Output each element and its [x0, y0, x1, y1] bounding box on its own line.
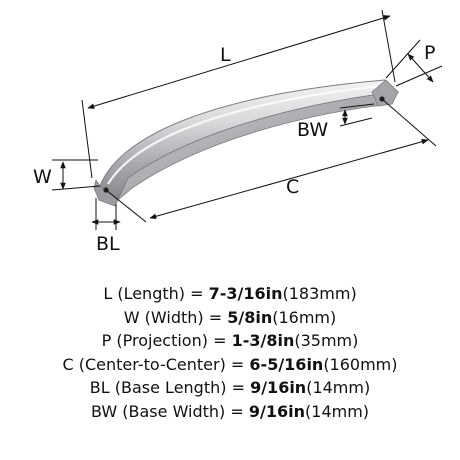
center-to-center-dimension-line [149, 139, 429, 219]
spec-row-width: W (Width) = 5/8in(16mm) [123, 307, 337, 327]
label-center-to-center: C [286, 176, 300, 198]
spec-row-length: L (Length) = 7-3/16in(183mm) [103, 284, 357, 303]
label-length: L [220, 44, 231, 66]
label-projection: P [424, 42, 436, 64]
label-base-length: BL [96, 233, 120, 255]
label-width: W [33, 166, 52, 188]
handle-dimension-diagram [51, 9, 443, 230]
specifications-list: L (Length) = 7-3/16in(183mm) W (Width) =… [0, 282, 460, 423]
projection-dimension-line [407, 53, 434, 83]
length-dimension-line [87, 15, 391, 109]
dimension-lines [51, 9, 443, 230]
spec-row-base-length: BL (Base Length) = 9/16in(14mm) [89, 378, 371, 397]
spec-row-center-to-center: C (Center-to-Center) = 6-5/16in(160mm) [62, 354, 398, 374]
spec-row-base-width: BW (Base Width) = 9/16in(14mm) [90, 401, 370, 421]
label-base-width: BW [297, 119, 329, 141]
spec-row-projection: P (Projection) = 1-3/8in(35mm) [101, 331, 359, 350]
cabinet-handle [93, 79, 400, 207]
